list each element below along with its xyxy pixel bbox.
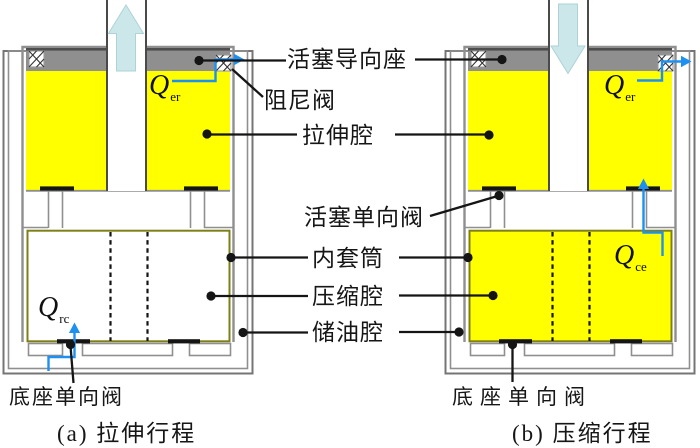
flow-label-qer-left: Qer [149,70,181,104]
label-inner-sleeve: 内套筒 [312,246,384,271]
label-reserve-chamber: 储油腔 [312,320,384,345]
label-compression-chamber: 压缩腔 [312,284,384,309]
label-piston-check-valve: 活塞单向阀 [304,205,424,230]
label-extension-chamber: 拉伸腔 [302,123,374,148]
caption-extension-stroke: (a) 拉伸行程 [57,421,197,446]
label-base-check-valve-left: 底座单向阀 [9,385,124,409]
flow-label-qrc-left: Qrc [38,292,70,326]
label-base-check-valve-right: 底座单向阀 [452,385,592,409]
flow-path-qer-right [637,55,692,82]
flow-label-qer-right: Qer [604,70,636,104]
label-damping-valve: 阻尼阀 [264,88,336,113]
right-compression-chamber [468,229,673,343]
left-compression-chamber [26,229,231,343]
flow-arrowhead-icon [637,178,650,189]
caption-compression-stroke: (b) 压缩行程 [512,421,653,446]
flow-arrowhead-icon [681,55,692,68]
flow-label-qce-right: Qce [614,240,647,274]
leader-dots [65,54,518,350]
label-piston-guide-seat: 活塞导向座 [287,47,407,72]
piston-down-arrow-icon [550,3,586,75]
flow-path-qce-right [637,178,664,256]
leader-lines [69,58,514,384]
piston-up-arrow-icon [107,4,145,72]
flow-arrowhead-icon [68,322,81,333]
